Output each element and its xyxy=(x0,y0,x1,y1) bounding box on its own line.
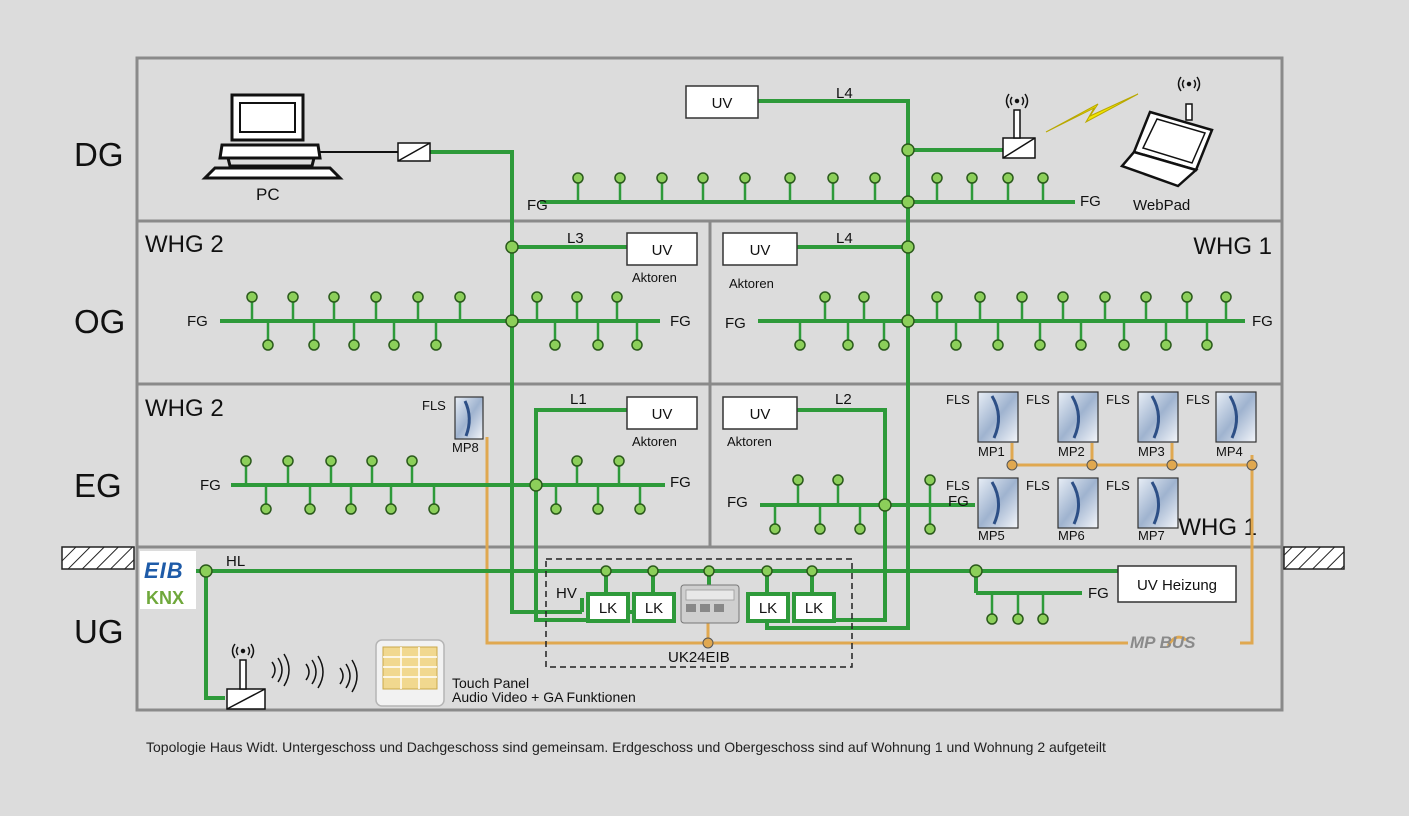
svg-text:FG: FG xyxy=(527,197,548,214)
field-devices-ug xyxy=(987,593,1048,624)
svg-text:FLS: FLS xyxy=(1026,392,1050,407)
svg-text:MP3: MP3 xyxy=(1138,444,1165,459)
svg-text:FG: FG xyxy=(1088,585,1109,602)
floor-label-og: OG xyxy=(74,303,125,340)
svg-text:MP7: MP7 xyxy=(1138,528,1165,543)
svg-text:MP5: MP5 xyxy=(978,528,1005,543)
svg-text:MP6: MP6 xyxy=(1058,528,1085,543)
figure-caption: Topologie Haus Widt. Untergeschoss und D… xyxy=(146,738,1296,757)
mp-bus-logo: MP BUS xyxy=(1128,628,1240,654)
wireless-lightning-icon xyxy=(1046,94,1138,132)
media-converter-touchpanel xyxy=(227,689,265,709)
lk-label: LK xyxy=(599,600,617,617)
pc-label: PC xyxy=(256,185,280,204)
touch-panel-icon xyxy=(376,640,444,706)
uv-heizung-label: UV Heizung xyxy=(1137,577,1217,594)
aktoren-label: Aktoren xyxy=(632,270,677,285)
svg-text:FG: FG xyxy=(1252,313,1273,330)
antenna-icon-wlan xyxy=(1007,94,1028,138)
lk-label: LK xyxy=(645,600,663,617)
pc-icon xyxy=(205,95,340,178)
svg-text:MP1: MP1 xyxy=(978,444,1005,459)
svg-text:FG: FG xyxy=(1080,193,1101,210)
uv-label: UV xyxy=(750,242,771,259)
floor-label-eg: EG xyxy=(74,467,122,504)
svg-text:KNX: KNX xyxy=(146,588,184,608)
svg-text:FG: FG xyxy=(187,313,208,330)
svg-text:FLS: FLS xyxy=(1186,392,1210,407)
apartment-label-eg-whg2: WHG 2 xyxy=(145,395,224,422)
frame-dg xyxy=(137,58,1282,221)
floor-label-dg: DG xyxy=(74,136,124,173)
uv-label: UV xyxy=(652,406,673,423)
svg-text:FG: FG xyxy=(670,313,691,330)
svg-text:FLS: FLS xyxy=(1106,478,1130,493)
field-devices-dg xyxy=(573,173,1048,202)
fls-device-mp7 xyxy=(1138,478,1178,528)
antenna-icon-touchpanel xyxy=(233,644,254,689)
svg-text:FLS: FLS xyxy=(946,392,970,407)
apartment-label-og-whg2: WHG 2 xyxy=(145,231,224,258)
webpad-label: WebPad xyxy=(1133,197,1190,214)
apartment-label-eg-whg1: WHG 1 xyxy=(1178,514,1257,541)
svg-text:FLS: FLS xyxy=(1026,478,1050,493)
fls-device-mp5 xyxy=(978,478,1018,528)
fls-device-mp8 xyxy=(455,397,483,439)
svg-text:FG: FG xyxy=(670,474,691,491)
svg-text:EIB: EIB xyxy=(144,558,184,583)
fls-device-mp1 xyxy=(978,392,1018,442)
svg-text:MP4: MP4 xyxy=(1216,444,1243,459)
line-label-l4-dg: L4 xyxy=(836,85,853,102)
svg-text:MP8: MP8 xyxy=(452,440,479,455)
svg-text:FG: FG xyxy=(948,493,969,510)
lk-label: LK xyxy=(759,600,777,617)
fls-device-mp3 xyxy=(1138,392,1178,442)
svg-text:FLS: FLS xyxy=(422,398,446,413)
bus-junctions xyxy=(200,144,982,577)
media-converter-pc xyxy=(398,143,430,161)
hv-label: HV xyxy=(556,585,577,602)
eib-knx-logo: EIB KNX xyxy=(140,551,196,609)
aktoren-label: Aktoren xyxy=(632,434,677,449)
uk24eib-label: UK24EIB xyxy=(668,649,730,666)
svg-text:FG: FG xyxy=(727,494,748,511)
floor-label-ug: UG xyxy=(74,613,124,650)
svg-text:FG: FG xyxy=(725,315,746,332)
radio-wave-icon xyxy=(272,654,357,692)
svg-text:FG: FG xyxy=(200,477,221,494)
fls-device-mp6 xyxy=(1058,478,1098,528)
fls-device-mp4 xyxy=(1216,392,1256,442)
line-label-l4-og: L4 xyxy=(836,230,853,247)
line-label-l1: L1 xyxy=(570,391,587,408)
webpad-antenna-icon xyxy=(1179,77,1200,91)
uv-label: UV xyxy=(750,406,771,423)
ground-hatch-left xyxy=(62,547,134,569)
apartment-label-og-whg1: WHG 1 xyxy=(1193,233,1272,260)
svg-text:FLS: FLS xyxy=(1106,392,1130,407)
aktoren-label: Aktoren xyxy=(729,276,774,291)
touch-panel-label-line2: Audio Video + GA Funktionen xyxy=(452,689,636,705)
media-converter-wlan xyxy=(1003,138,1035,158)
svg-text:FLS: FLS xyxy=(946,478,970,493)
line-label-l3: L3 xyxy=(567,230,584,247)
lk-label: LK xyxy=(805,600,823,617)
line-label-hl: HL xyxy=(226,553,245,570)
svg-text:MP BUS: MP BUS xyxy=(1130,633,1196,652)
fls-device-mp2 xyxy=(1058,392,1098,442)
ground-hatch-right xyxy=(1284,547,1344,569)
line-label-l2: L2 xyxy=(835,391,852,408)
uk24eib-device-icon xyxy=(681,585,739,623)
aktoren-label: Aktoren xyxy=(727,434,772,449)
svg-text:MP2: MP2 xyxy=(1058,444,1085,459)
webpad-icon xyxy=(1122,104,1212,186)
uv-label: UV xyxy=(652,242,673,259)
uv-label: UV xyxy=(712,95,733,112)
